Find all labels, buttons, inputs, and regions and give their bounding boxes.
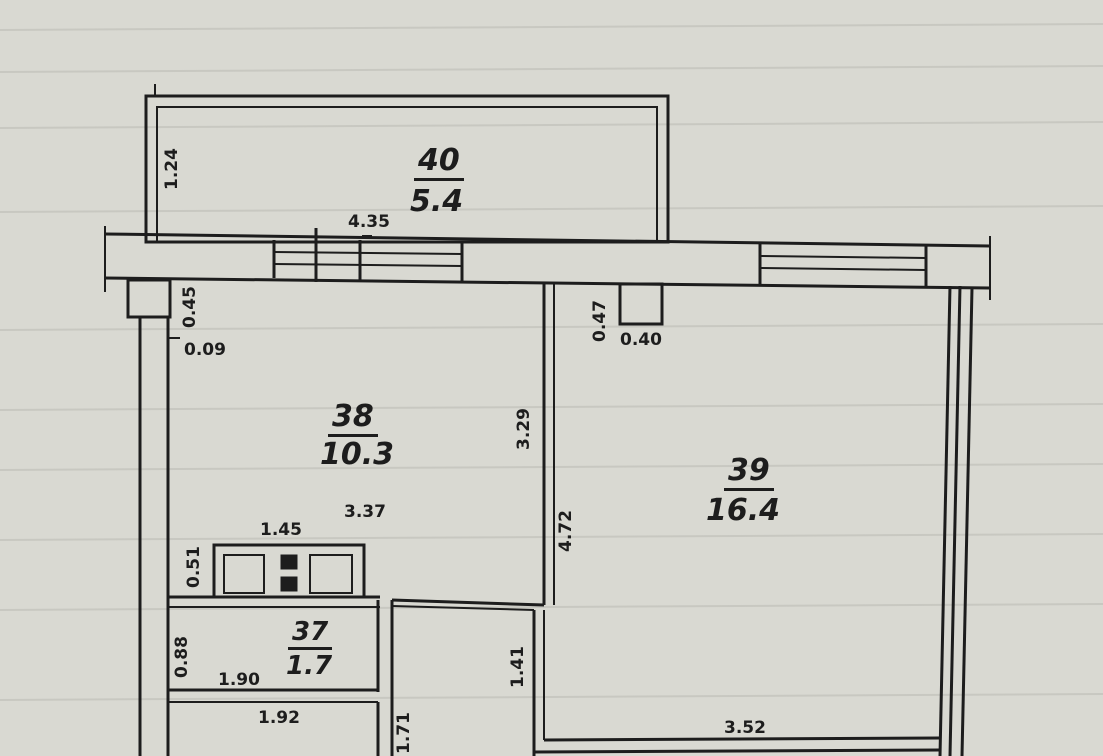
room-area-living: 16.4 <box>706 493 781 528</box>
dim-pier-left-width: 0.09 <box>184 340 226 360</box>
dim-bath-width: 1.90 <box>218 670 260 690</box>
room-area-kitchen: 10.3 <box>320 437 395 472</box>
corridor-top-wall <box>391 598 545 607</box>
room-area-bathroom: 1.7 <box>286 651 333 681</box>
living-bottom-wall <box>543 736 941 742</box>
window-pane-line <box>273 251 463 255</box>
walls <box>104 84 991 756</box>
dim-kitchen-length: 3.37 <box>344 502 386 522</box>
dim-balcony-width: 4.35 <box>348 212 390 232</box>
window-pane-line <box>759 267 927 271</box>
pier-left <box>126 278 172 319</box>
exterior-wall-bottom <box>104 276 991 290</box>
room-number-bathroom: 37 <box>288 619 333 650</box>
right-wall-line <box>938 285 952 756</box>
dim-kitchen-partition: 3.29 <box>514 408 534 450</box>
window-pane-line <box>759 255 927 259</box>
room-number-balcony: 40 <box>414 146 464 181</box>
background-print-lines <box>0 23 1103 701</box>
dim-pier-right-depth: 0.47 <box>590 300 610 342</box>
room-number-living: 39 <box>724 456 774 491</box>
dim-pier-left-depth: 0.45 <box>180 286 200 328</box>
balcony-outline <box>144 94 670 244</box>
stove-knob <box>280 576 298 592</box>
dim-stove-depth: 0.51 <box>184 546 204 588</box>
dim-bottom-room-width: 1.92 <box>258 708 300 728</box>
dim-corridor-length: 1.41 <box>508 646 528 688</box>
dim-living-length: 4.72 <box>556 510 576 552</box>
room-area-balcony: 5.4 <box>410 184 464 219</box>
stove-burner-left <box>223 554 265 594</box>
dim-living-width: 3.52 <box>724 718 766 738</box>
dim-stove-width: 1.45 <box>260 520 302 540</box>
pier-right <box>618 282 664 326</box>
stove-burner-right <box>309 554 353 594</box>
dim-bottom-room-depth: 1.71 <box>394 712 414 754</box>
right-wall-line <box>948 285 962 756</box>
stove-knob <box>280 554 298 570</box>
corridor-top-wall-inner <box>391 605 535 611</box>
exterior-wall-top <box>104 232 991 248</box>
room-number-kitchen: 38 <box>328 402 378 437</box>
right-wall-line <box>960 287 974 756</box>
living-bottom-wall-outer <box>533 748 941 754</box>
balcony-inner <box>156 106 658 243</box>
dim-pier-right-width: 0.40 <box>620 330 662 350</box>
dim-bath-depth: 0.88 <box>172 636 192 678</box>
dim-balcony-depth: 1.24 <box>162 148 182 190</box>
window-pane-line <box>273 263 463 267</box>
dimension-ticks <box>168 235 372 339</box>
